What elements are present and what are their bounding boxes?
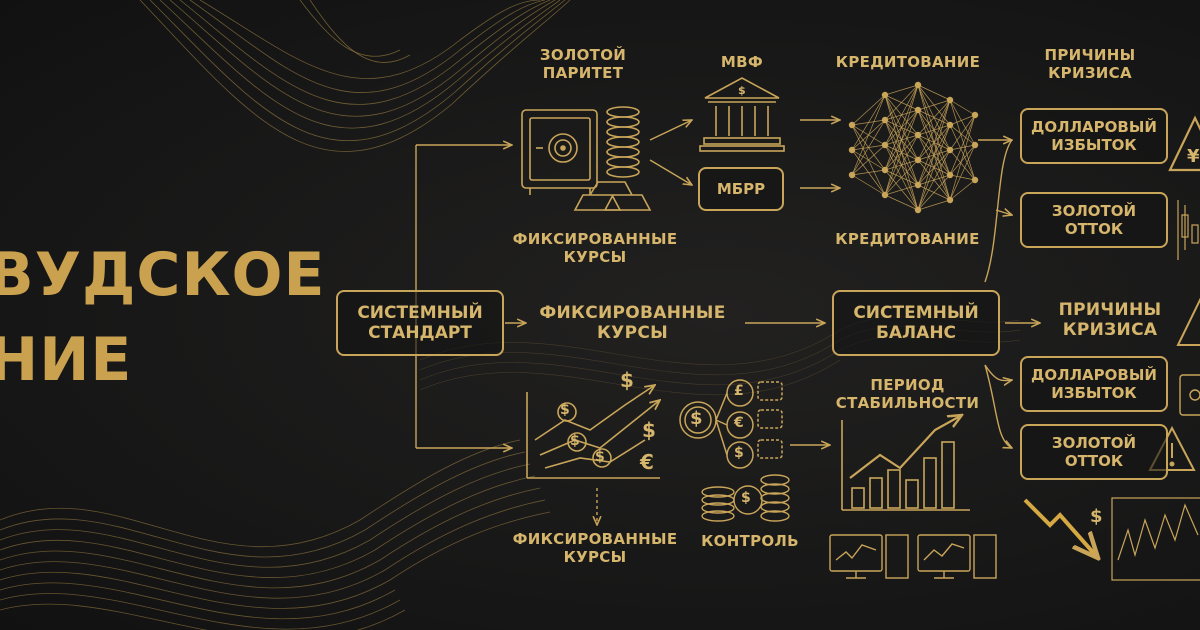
coin-stack-icon [701, 474, 790, 522]
stability-bar-chart-icon [841, 415, 970, 511]
page-title-line-2: НИЕ [0, 325, 133, 395]
page-title-line-1: ВУДСКОЕ [0, 240, 326, 310]
pound-coin-symbol: £ [734, 383, 745, 399]
dollar-surplus-label-1: ДОЛЛАРОВЫЙ ИЗБЫТОК [1031, 118, 1157, 154]
network-node [848, 146, 856, 154]
lending-network-icon [851, 84, 976, 211]
gold-outflow-label-1: ЗОЛОТОЙ ОТТОК [1051, 202, 1137, 238]
currency-coins-icon [679, 379, 783, 469]
gold-outflow-box-1: ЗОЛОТОЙ ОТТОК [1020, 192, 1168, 248]
euro-coin-symbol: € [734, 415, 745, 431]
growth-trend-icon [526, 385, 660, 479]
dollar-coin-symbol-2: $ [570, 433, 581, 449]
dollar-symbol-1: $ [620, 368, 635, 392]
network-node [914, 131, 922, 139]
network-node [971, 141, 979, 149]
network-node [848, 171, 856, 179]
network-node [881, 91, 889, 99]
dollar-surplus-label-2: ДОЛЛАРОВЫЙ ИЗБЫТОК [1031, 366, 1157, 402]
network-node [881, 141, 889, 149]
network-node [881, 191, 889, 199]
network-node [881, 116, 889, 124]
credit-top-label: КРЕДИТОВАНИЕ [835, 53, 981, 71]
causes-top-label: ПРИЧИНЫ КРИЗИСА [1044, 46, 1136, 82]
system-balance-label: СИСТЕМНЫЙ БАЛАНС [853, 302, 979, 343]
small-safe-icon [1179, 374, 1200, 416]
falling-trend-icon [1023, 498, 1098, 558]
network-node [946, 121, 954, 129]
dollar-symbol-2: $ [642, 418, 657, 442]
gold-outflow-box-2: ЗОЛОТОЙ ОТТОК [1020, 424, 1168, 480]
dollar-coin-symbol-6: $ [741, 490, 752, 506]
network-node [946, 146, 954, 154]
trading-monitors-icon [829, 534, 997, 579]
yen-symbol: ¥ [1187, 146, 1200, 167]
fixed-rates-label-1: ФИКСИРОВАННЫЕ КУРСЫ [512, 230, 678, 266]
network-node [848, 121, 856, 129]
network-node [914, 106, 922, 114]
dollar-coin-symbol-4: $ [690, 408, 703, 429]
stability-period-label: ПЕРИОД СТАБИЛЬНОСТИ [835, 376, 980, 412]
warning-triangle-icon [1168, 115, 1200, 172]
network-node [946, 196, 954, 204]
credit-bottom-label: КРЕДИТОВАНИЕ [835, 230, 980, 248]
lending-network-nodes [848, 81, 979, 214]
price-chart-icon [1111, 497, 1200, 581]
network-node [881, 166, 889, 174]
network-node [946, 171, 954, 179]
system-balance-box: СИСТЕМНЫЙ БАЛАНС [832, 290, 1000, 356]
causes-mid-label: ПРИЧИНЫ КРИЗИСА [1058, 300, 1162, 341]
system-standard-box: СИСТЕМНЫЙ СТАНДАРТ [336, 290, 504, 356]
control-label: КОНТРОЛЬ [701, 532, 799, 550]
network-node [971, 176, 979, 184]
euro-symbol: € [640, 450, 655, 474]
dollar-symbol-3: $ [1090, 506, 1103, 527]
network-node [914, 156, 922, 164]
ibrd-box: МБРР [698, 167, 784, 211]
fixed-rates-label-3: ФИКСИРОВАННЫЕ КУРСЫ [512, 530, 678, 566]
candlestick-icon [1177, 200, 1199, 260]
ibrd-label: МБРР [716, 180, 766, 198]
fixed-rates-label-2: ФИКСИРОВАННЫЕ КУРСЫ [539, 303, 726, 344]
dollar-coin-symbol-3: $ [595, 449, 606, 465]
dollar-coin-symbol-1: $ [560, 402, 571, 418]
warning-triangle-icon-2 [1176, 297, 1200, 346]
gold-safe-icon [521, 106, 652, 211]
network-node [914, 81, 922, 89]
network-node [914, 181, 922, 189]
network-node [946, 96, 954, 104]
network-node [914, 206, 922, 214]
dollar-surplus-box-1: ДОЛЛАРОВЫЙ ИЗБЫТОК [1020, 108, 1168, 164]
dollar-coin-symbol-5: $ [734, 445, 745, 461]
system-standard-label: СИСТЕМНЫЙ СТАНДАРТ [357, 302, 483, 343]
bank-building-icon [699, 77, 785, 152]
gold-outflow-label-2: ЗОЛОТОЙ ОТТОК [1051, 434, 1137, 470]
decorative-waves-bottom [0, 439, 551, 630]
network-node [971, 111, 979, 119]
imf-dollar-symbol: $ [738, 84, 746, 97]
imf-label: МВФ [720, 53, 764, 71]
dollar-surplus-box-2: ДОЛЛАРОВЫЙ ИЗБЫТОК [1020, 356, 1168, 412]
decorative-waves-top [139, 0, 571, 152]
gold-parity-label: ЗОЛОТОЙ ПАРИТЕТ [539, 46, 627, 82]
